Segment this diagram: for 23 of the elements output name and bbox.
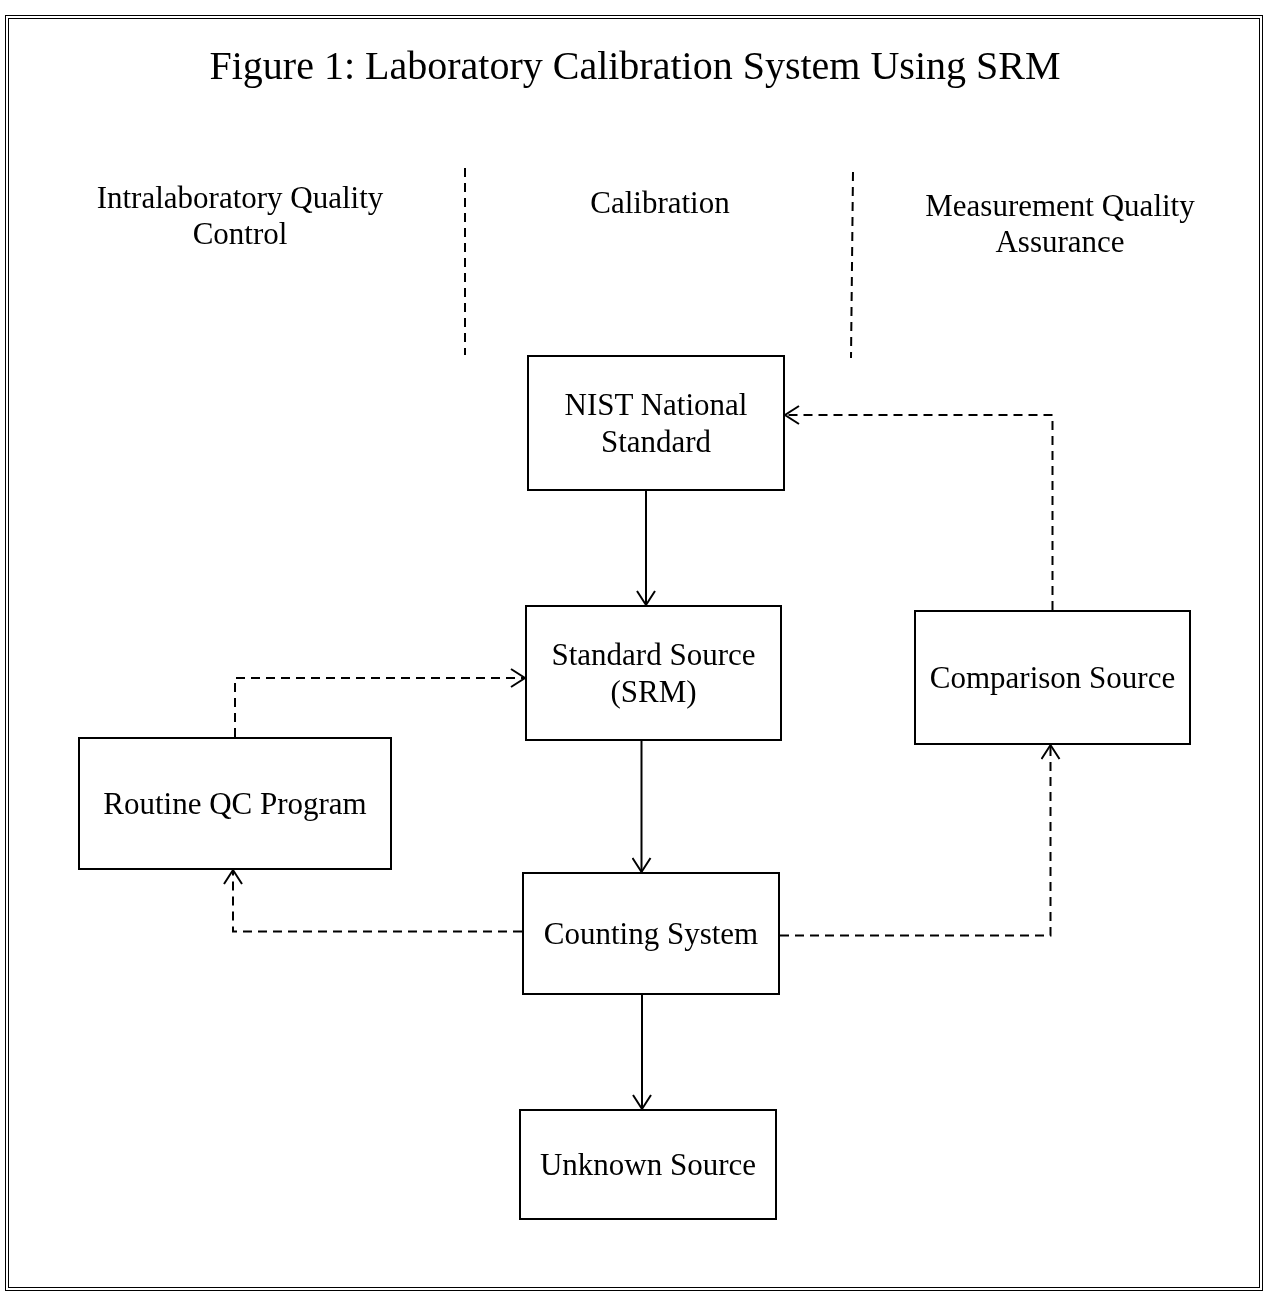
process-box: [527, 355, 785, 491]
box-label: Comparison Source: [929, 659, 1176, 696]
arrow: [223, 869, 523, 933]
box-label: NIST National Standard: [563, 386, 749, 460]
process-box: [519, 1109, 777, 1220]
process-box: [522, 872, 780, 995]
arrow: [779, 744, 1061, 937]
arrow: [631, 740, 652, 873]
box-label: Routine QC Program: [103, 785, 367, 822]
process-box: [914, 610, 1191, 745]
arrow: [784, 405, 1054, 611]
box-label: Counting System: [543, 915, 759, 952]
arrow: [636, 490, 656, 606]
process-box: [78, 737, 392, 870]
column-heading: Measurement Quality Assurance: [924, 188, 1196, 260]
process-box: [525, 605, 782, 741]
arrow: [632, 994, 652, 1110]
column-heading: Intralaboratory Quality Control: [95, 180, 385, 252]
box-label: Unknown Source: [539, 1146, 757, 1183]
column-heading: Calibration: [589, 185, 731, 221]
box-label: Standard Source (SRM): [550, 636, 757, 710]
arrow: [234, 668, 526, 738]
figure-title: Figure 1: Laboratory Calibration System Using SRM: [208, 42, 1062, 89]
